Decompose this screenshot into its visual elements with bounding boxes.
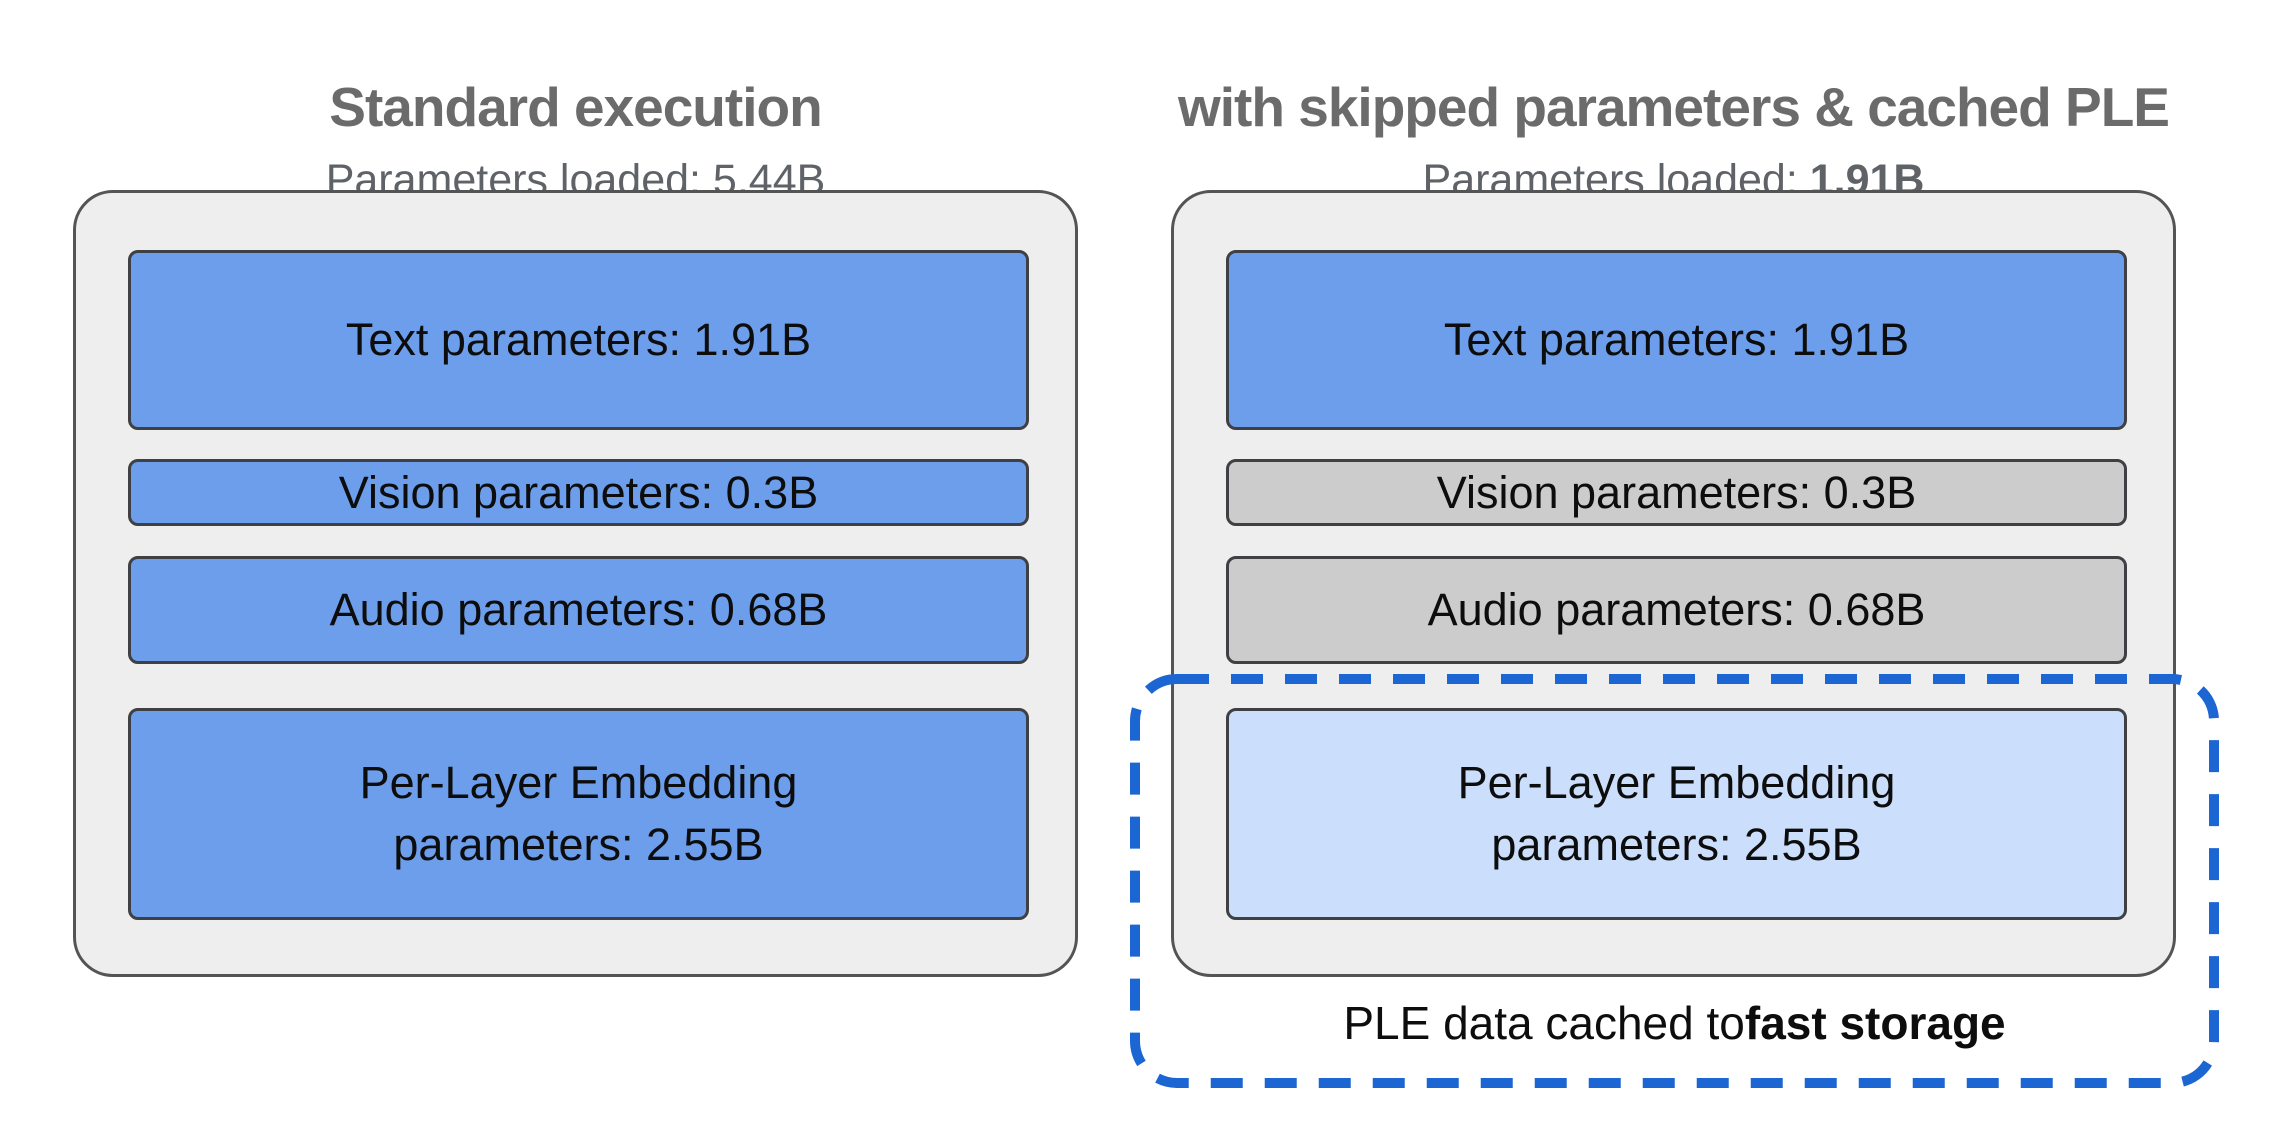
vision-parameters-bar: Vision parameters: 0.3B [128, 459, 1029, 526]
audio-parameters-bar: Audio parameters: 0.68B [128, 556, 1029, 664]
bar-label: Per-Layer Embedding [359, 757, 798, 808]
bar-label: Text parameters: 1.91B [1443, 314, 1910, 365]
bar-label: parameters: 2.55B [1491, 819, 1862, 870]
model-container: Text parameters: 1.91B Vision parameters… [1171, 190, 2176, 977]
bar-label: Vision parameters: 0.3B [338, 466, 819, 518]
vision-parameters-bar-skipped: Vision parameters: 0.3B [1226, 459, 2127, 526]
panel-title: Standard execution [329, 75, 822, 138]
text-parameters-bar: Text parameters: 1.91B [128, 250, 1029, 430]
bar-label: Audio parameters: 0.68B [1427, 584, 1926, 635]
ple-parameters-bar: Per-Layer Embedding parameters: 2.55B [128, 708, 1029, 920]
ple-cache-caption: PLE data cached to fast storage [1135, 983, 2214, 1063]
caption-text: PLE data cached to [1343, 997, 1745, 1049]
ple-parameters-bar-cached: Per-Layer Embedding parameters: 2.55B [1226, 708, 2127, 920]
bar-label: Vision parameters: 0.3B [1436, 466, 1917, 518]
text-parameters-bar: Text parameters: 1.91B [1226, 250, 2127, 430]
model-container: Text parameters: 1.91B Vision parameters… [73, 190, 1078, 977]
bar-label: Per-Layer Embedding [1457, 757, 1896, 808]
panel-title: with skipped parameters & cached PLE [1177, 75, 2170, 138]
bar-label: Text parameters: 1.91B [345, 314, 812, 365]
bar-label: Audio parameters: 0.68B [329, 584, 828, 635]
panel-skipped-cached: with skipped parameters & cached PLE Par… [1171, 0, 2176, 1134]
audio-parameters-bar-skipped: Audio parameters: 0.68B [1226, 556, 2127, 664]
caption-bold-text: fast storage [1744, 997, 2006, 1049]
bar-label: parameters: 2.55B [393, 819, 764, 870]
panel-standard-execution: Standard execution Parameters loaded: 5.… [73, 0, 1078, 1134]
